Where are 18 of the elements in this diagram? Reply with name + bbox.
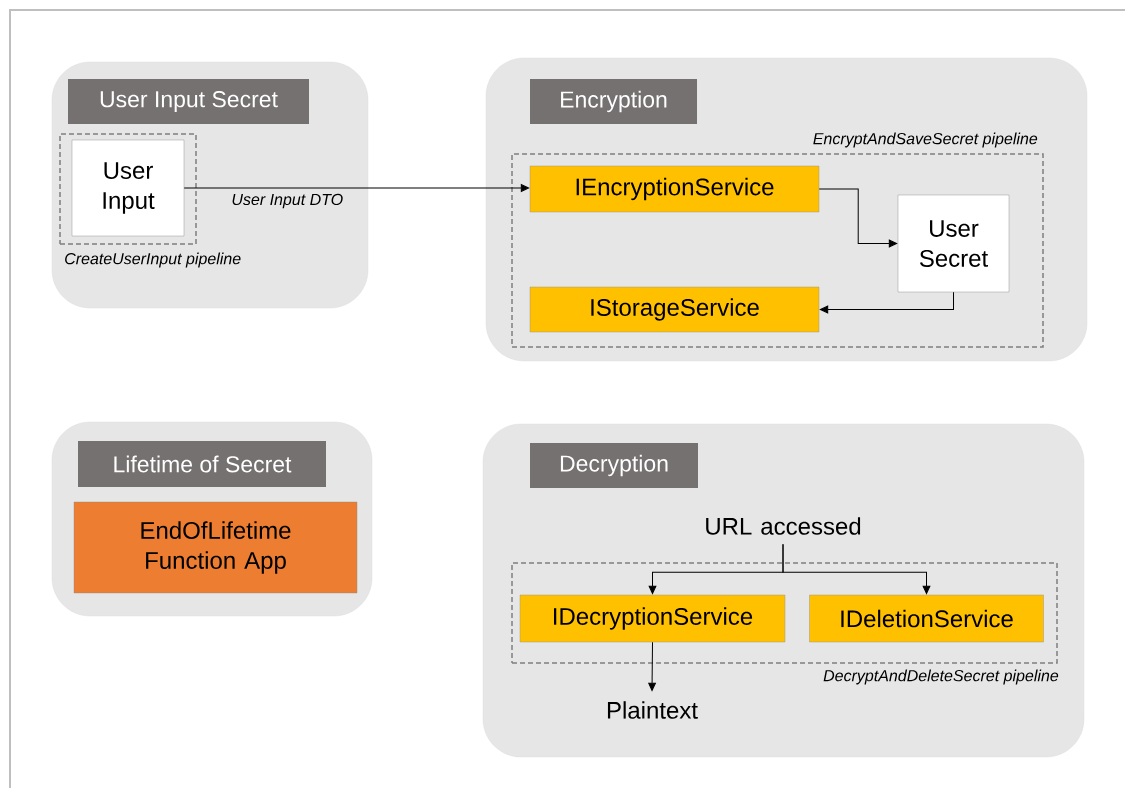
node-label: DecryptAndDeleteSecret pipeline (823, 669, 1059, 685)
function-box: EndOfLifetime Function App (73, 501, 358, 594)
service-box: IDecryptionService (519, 594, 786, 643)
arrow (183, 184, 530, 192)
node-label: EncryptAndSaveSecret pipeline (813, 132, 1038, 148)
arrow (782, 543, 931, 595)
text-label: URL accessed (706, 517, 861, 535)
arrow (819, 291, 954, 314)
service-box: IEncryptionService (529, 165, 820, 213)
component-box: User Input (71, 139, 185, 237)
edge-label: User Input DTO (232, 193, 343, 209)
component-box: User Secret (897, 194, 1010, 293)
service-box: IDeletionService (809, 594, 1044, 643)
text-label: Plaintext (607, 701, 698, 719)
arrow (648, 641, 656, 692)
node-label: CreateUserInput pipeline (65, 252, 241, 268)
service-box: IStorageService (529, 286, 820, 333)
arrow (818, 188, 898, 248)
